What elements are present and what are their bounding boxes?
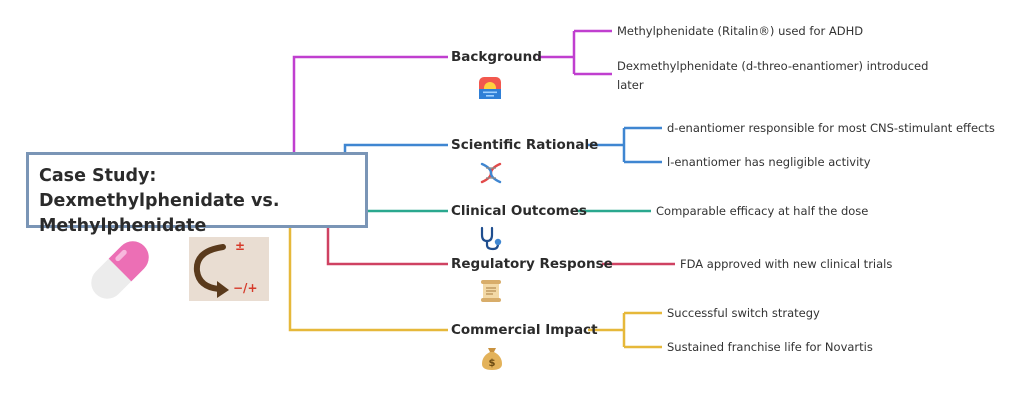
switch-arrow-sign-bottom: −/+ [233, 281, 258, 295]
leaf-commercial-impact-1: Successful switch strategy [667, 306, 820, 320]
money-bag-icon: $ [482, 348, 502, 370]
dna-icon [480, 162, 502, 184]
connector-background [292, 55, 448, 152]
branch-commercial-impact[interactable]: Commercial Impact [451, 322, 598, 338]
pill-capsule-icon [91, 241, 149, 299]
leaf-clinical-outcomes-1: Comparable efficacy at half the dose [656, 204, 869, 218]
connector-scientific-rationale-leaves [588, 126, 662, 164]
leaf-scientific-rationale-1: d-enantiomer responsible for most CNS-st… [667, 121, 995, 135]
connector-commercial-impact [288, 228, 448, 332]
stethoscope-icon [480, 226, 502, 251]
leaf-background-2: Dexmethylphenidate (d-threo-enantiomer) … [617, 59, 929, 92]
switch-arrow-icon: ± −/+ [189, 237, 269, 301]
scroll-icon [481, 280, 501, 302]
central-topic[interactable]: Case Study: Dexmethylphenidate vs. Methy… [26, 152, 368, 236]
leaf-regulatory-response-1: FDA approved with new clinical trials [680, 257, 893, 271]
connector-regulatory-response [326, 228, 448, 266]
branch-scientific-rationale[interactable]: Scientific Rationale [451, 137, 599, 153]
svg-text:$: $ [489, 358, 496, 369]
connector-commercial-impact-leaves [588, 311, 662, 349]
switch-arrow-sign-top: ± [235, 239, 246, 253]
connector-background-leaves [538, 29, 612, 76]
central-topic-title: Case Study: Dexmethylphenidate vs. Methy… [39, 166, 280, 236]
leaf-background-1: Methylphenidate (Ritalin®) used for ADHD [617, 24, 864, 38]
leaf-scientific-rationale-2: l-enantiomer has negligible activity [667, 155, 871, 169]
branch-background[interactable]: Background [451, 49, 542, 65]
connector-scientific-rationale [343, 143, 448, 152]
branch-regulatory-response[interactable]: Regulatory Response [451, 256, 613, 272]
branch-clinical-outcomes[interactable]: Clinical Outcomes [451, 203, 587, 219]
leaf-commercial-impact-2: Sustained franchise life for Novartis [667, 340, 873, 354]
sunset-icon [479, 77, 501, 99]
